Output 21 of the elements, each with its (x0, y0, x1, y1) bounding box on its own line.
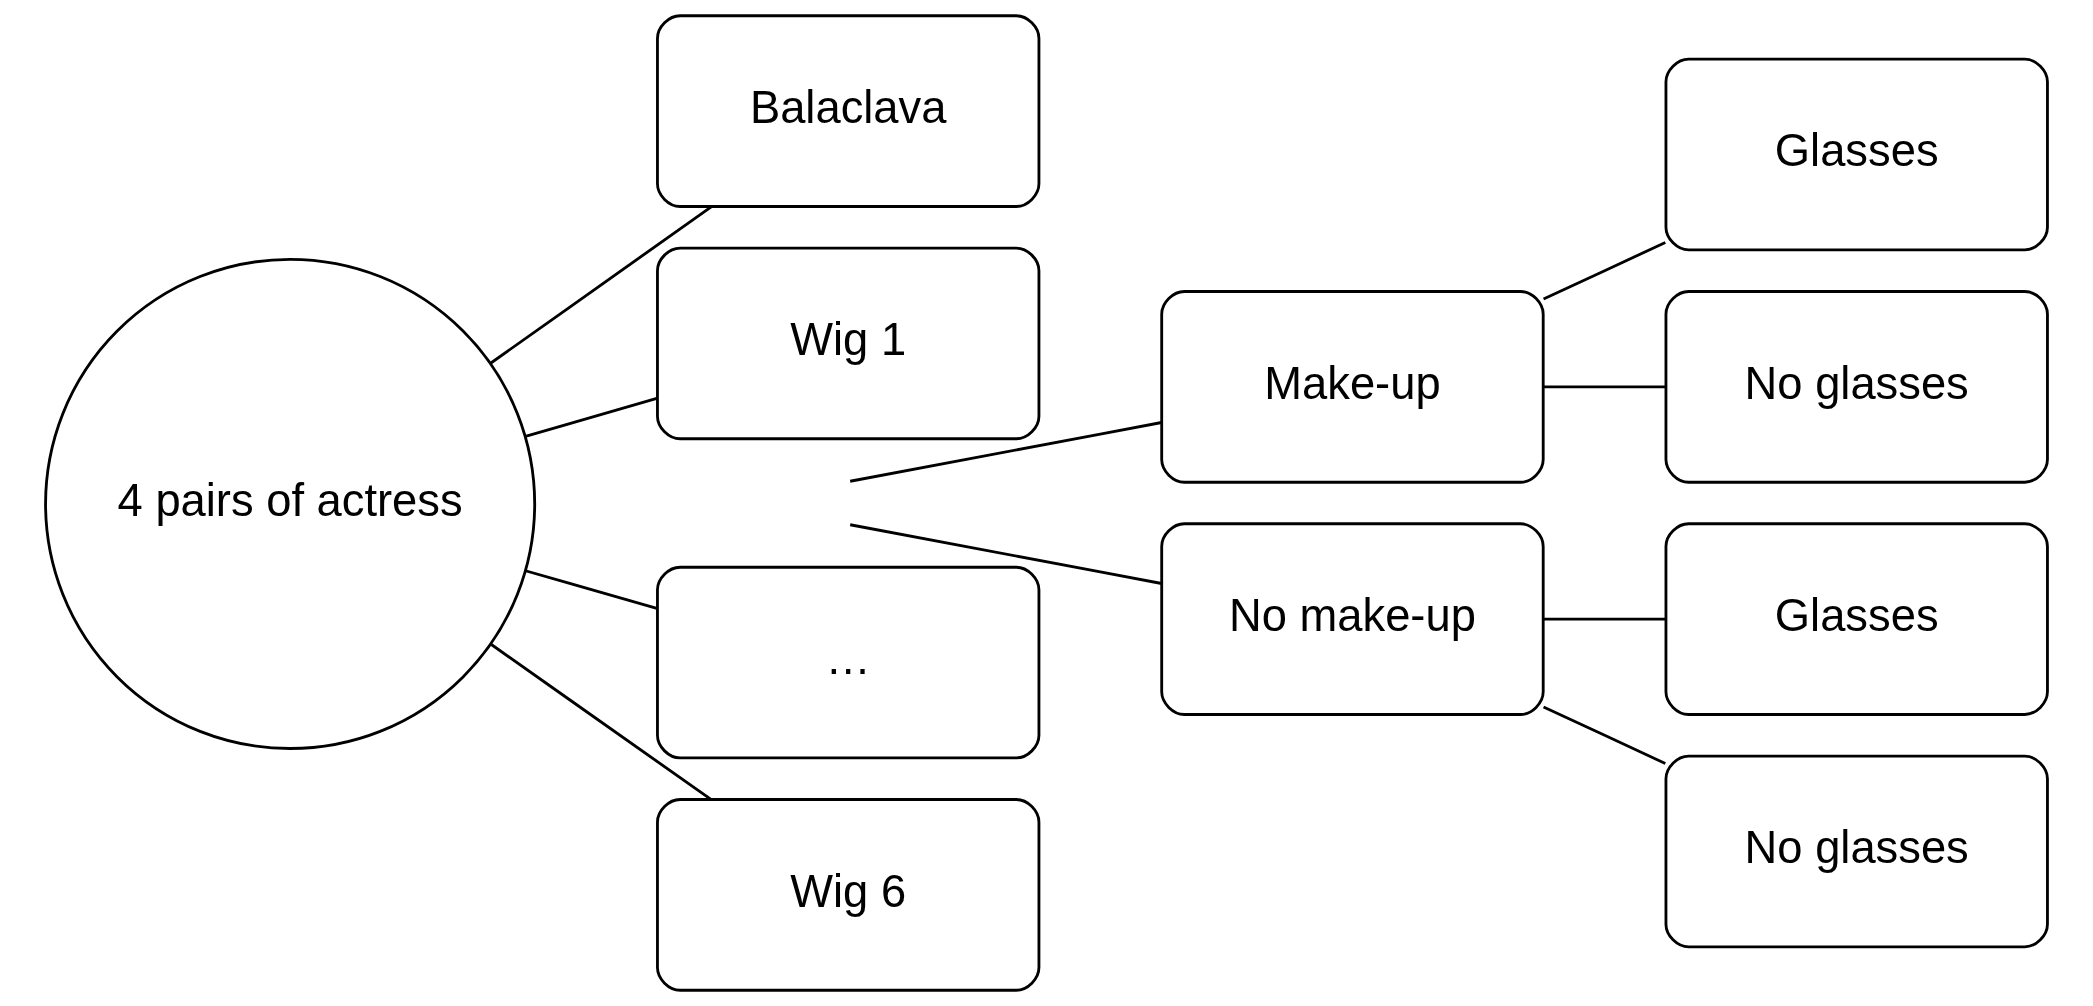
node-box: Balaclava (656, 14, 1041, 208)
connector (1542, 241, 1666, 301)
connector (1543, 617, 1666, 621)
node-box: No glasses (1664, 754, 2049, 949)
node-box: Glasses (1664, 522, 2049, 716)
connector (525, 396, 658, 438)
connector (1542, 705, 1666, 765)
node-box: Wig 6 (656, 798, 1041, 992)
connector (490, 643, 712, 801)
node-box: Wig 1 (656, 246, 1041, 441)
node-box: Glasses (1664, 57, 2049, 252)
node-box: No make-up (1160, 522, 1545, 716)
connector (1543, 385, 1666, 389)
connector (849, 421, 1162, 483)
connector (489, 205, 713, 365)
node-box: No glasses (1664, 290, 2049, 484)
node-box: Make-up (1160, 290, 1545, 484)
connector (849, 523, 1162, 585)
node-box: … (656, 565, 1041, 760)
connector (525, 569, 658, 610)
node-circle: 4 pairs of actress (44, 257, 537, 750)
